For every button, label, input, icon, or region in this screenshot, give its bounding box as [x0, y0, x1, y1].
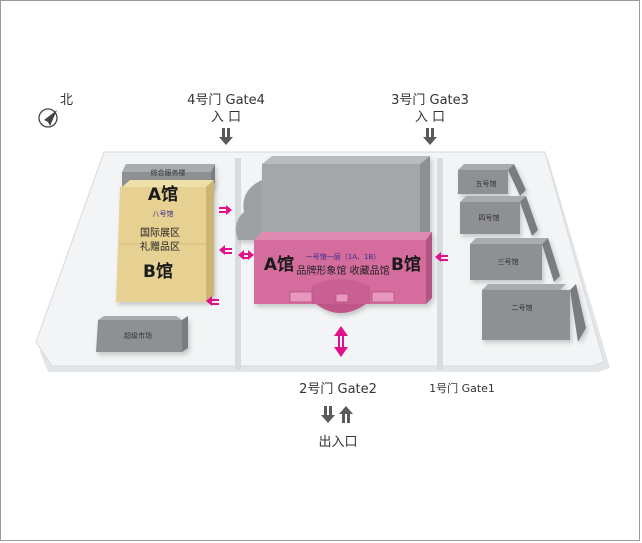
hall-8-building[interactable] [116, 180, 214, 302]
hall-1-floor: 一号馆一层（1A、1B） [306, 252, 381, 261]
hall-4-building[interactable] [460, 196, 538, 236]
hall-5-building[interactable] [458, 164, 526, 196]
hall-1-a-label: A馆 [264, 254, 294, 275]
hall-4-label: 四号馆 [479, 213, 500, 222]
hall-3-label: 三号馆 [498, 257, 519, 266]
gate4-name[interactable]: 4号门 Gate4 [187, 93, 265, 108]
hall-8-a-label: A馆 [148, 184, 178, 205]
hall-8-line2: 礼赠品区 [140, 240, 180, 253]
direction-arrows [206, 205, 448, 357]
gate2-in-out-arrows-icon [321, 406, 353, 423]
gate1-name[interactable]: 1号门 Gate1 [429, 381, 495, 395]
gate3-entry-arrow-icon [423, 128, 437, 145]
hall-1-b-label: B馆 [391, 254, 421, 275]
plate-dividers [235, 158, 443, 370]
gate2-in-out-label: 出入口 [318, 435, 357, 450]
north-compass-icon [38, 108, 58, 128]
gate4-entry-arrow-icon [219, 128, 233, 145]
arrow-left-2-icon [206, 296, 219, 306]
arrow-left-1-icon [219, 245, 232, 255]
hall-8-b-label: B馆 [143, 261, 173, 282]
arrow-right-1-icon [219, 205, 232, 215]
hall-2-label: 二号馆 [512, 303, 533, 312]
arrow-both-icon [238, 250, 254, 260]
hall-5-label: 五号馆 [476, 179, 497, 188]
hall-3-building[interactable] [470, 238, 560, 282]
hall-1-upper-volume [236, 156, 430, 240]
gate3-name[interactable]: 3号门 Gate3 [391, 93, 469, 108]
north-label: 北 [60, 93, 73, 108]
service-building-label: 综合服务楼 [151, 168, 186, 177]
hall-1-desc: 品牌形象馆 收藏品馆 [296, 264, 389, 277]
hall-8-line1: 国际展区 [140, 227, 180, 239]
arrow-left-3-icon [435, 252, 448, 262]
map-labels: 北 4号门 Gate4 入 口 3号门 Gate3 入 口 2号门 Gate2 … [60, 93, 533, 450]
supermarket-label: 超级市场 [124, 331, 152, 340]
supermarket-building[interactable] [96, 316, 188, 352]
hall-1-building[interactable] [254, 232, 432, 313]
hall-2-building[interactable] [482, 284, 586, 342]
arrow-vertical-icon [334, 326, 348, 357]
gate3-entrance-label: 入 口 [415, 110, 445, 125]
gate4-entrance-label: 入 口 [211, 110, 241, 125]
hall-8-name: 八号馆 [153, 209, 174, 218]
gate2-name[interactable]: 2号门 Gate2 [299, 382, 377, 397]
